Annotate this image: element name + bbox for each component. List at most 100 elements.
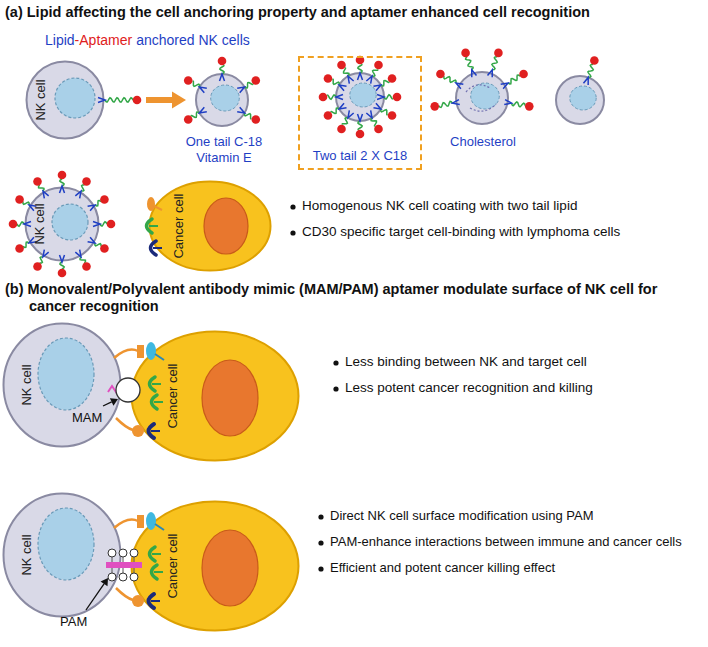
aptamer-strand [588, 64, 593, 77]
cell-nucleus [202, 530, 258, 606]
aptamer-linker [123, 568, 124, 573]
bullet-dot [318, 514, 323, 519]
lipid-tail [358, 73, 363, 80]
lipid-tail [348, 76, 354, 83]
aptamer-head [184, 115, 193, 124]
cell-membrane [150, 182, 271, 271]
polyvalent-aptamer [108, 573, 116, 581]
bullet-dot [290, 230, 295, 235]
aptamer-strand [371, 118, 377, 127]
lipid-tail [488, 70, 493, 77]
aptamer-linker [134, 557, 135, 562]
aptamer-head [590, 56, 599, 65]
cholesterol-anchor [466, 85, 496, 111]
aptamer-strand [512, 102, 526, 107]
lipid-tail [583, 77, 588, 84]
polymer-backbone [106, 562, 142, 568]
aptamer-head [107, 220, 116, 229]
lipid-tail [366, 110, 372, 117]
receptor-stalk [154, 401, 163, 403]
bullet-dot [318, 540, 323, 545]
aptamer-strand [439, 101, 453, 107]
cell-label: NK cell [19, 534, 34, 575]
heading-part: -Aptamer [75, 32, 133, 48]
aptamer-head [33, 262, 42, 271]
nk-receptor-head [137, 515, 144, 528]
cell-label: NK cell [33, 79, 48, 120]
nk-cell-drawing [196, 74, 248, 126]
label-group: Lipid-Aptameranchored NK cells [45, 32, 250, 48]
nk-cell-drawing [556, 76, 604, 124]
aptamer-head [519, 70, 528, 79]
aptamer-head [100, 244, 109, 253]
lipid-tail [348, 110, 354, 117]
aptamer-head [393, 93, 402, 102]
aptamer-head [461, 49, 470, 58]
aptamer-head [15, 244, 24, 253]
polyvalent-aptamer [108, 549, 116, 557]
bullet-dot [333, 386, 338, 391]
aptamer-strand [381, 81, 390, 87]
aptamer-head [82, 177, 91, 186]
lipid-tail [336, 95, 343, 100]
aptamer-head [218, 57, 227, 66]
cell-nucleus [570, 86, 596, 110]
receptor-stalk [149, 225, 158, 227]
aptamer-head [374, 61, 383, 70]
aptamer-strand [193, 81, 200, 87]
cancer-cell: Cancer cell [130, 330, 300, 462]
aptamer-head [319, 93, 328, 102]
cell-label: Cancer cell [165, 363, 180, 428]
lipid-tail [358, 114, 363, 121]
aptamer-head [436, 70, 445, 79]
lipid-tail [373, 85, 380, 91]
cell-nucleus [38, 508, 94, 580]
aptamer-linker [123, 557, 124, 562]
polyvalent-aptamer [130, 549, 138, 557]
aptamer-strand [23, 242, 29, 248]
cancer-cell: Cancer cell [148, 180, 272, 272]
cancer-receptor [146, 512, 156, 530]
lipid-tail [452, 100, 459, 105]
nk-cell: NK cell [24, 186, 100, 262]
lipid-tail [199, 107, 206, 113]
receptor-stalk [151, 430, 160, 432]
aptamer-head [374, 125, 383, 134]
aptamer-head [9, 220, 18, 229]
aptamer-strand [245, 113, 252, 119]
aptamer-strand [344, 67, 350, 76]
step-arrow-head [172, 92, 186, 109]
aptamer-strand [466, 57, 474, 70]
aptamer-linker [134, 568, 135, 573]
lipid-tail [237, 107, 244, 113]
receptor-stalk [151, 600, 160, 602]
highlight-box: Two tail 2 X C18 [298, 56, 422, 170]
panel-heading: (b) Monovalent/Polyvalent antibody mimic… [5, 281, 669, 316]
bullet-text: Direct NK cell surface modification usin… [330, 508, 593, 524]
aptamer-strand [245, 83, 254, 89]
aptamer-head [324, 74, 333, 83]
aptamer-linker [112, 557, 113, 562]
cell-membrane [4, 324, 121, 447]
aptamer-head [58, 171, 67, 180]
monovalent-aptamer [116, 378, 140, 402]
cell-membrane [4, 494, 121, 617]
cell-nucleus [202, 360, 258, 436]
receptor-stalk [153, 247, 162, 249]
annotation: One tail C-18 Vitamin E [172, 134, 276, 165]
receptor [147, 197, 155, 211]
aptamer-head [15, 195, 24, 204]
aptamer-head [33, 177, 42, 186]
lipid-tail [220, 74, 225, 81]
cell-nucleus [350, 83, 376, 107]
cell-label: NK cell [19, 364, 34, 405]
aptamer-head [430, 102, 439, 111]
nk-receptor-head [137, 345, 144, 358]
aptamer-head [251, 115, 260, 124]
aptamer-strand [95, 201, 101, 207]
heading-part: anchored NK cells [136, 32, 250, 48]
receptor-stalk [152, 383, 161, 385]
cell-nucleus [211, 85, 240, 111]
cell-nucleus [52, 204, 88, 240]
panel-heading: (a) Lipid affecting the cell anchoring p… [5, 4, 590, 21]
